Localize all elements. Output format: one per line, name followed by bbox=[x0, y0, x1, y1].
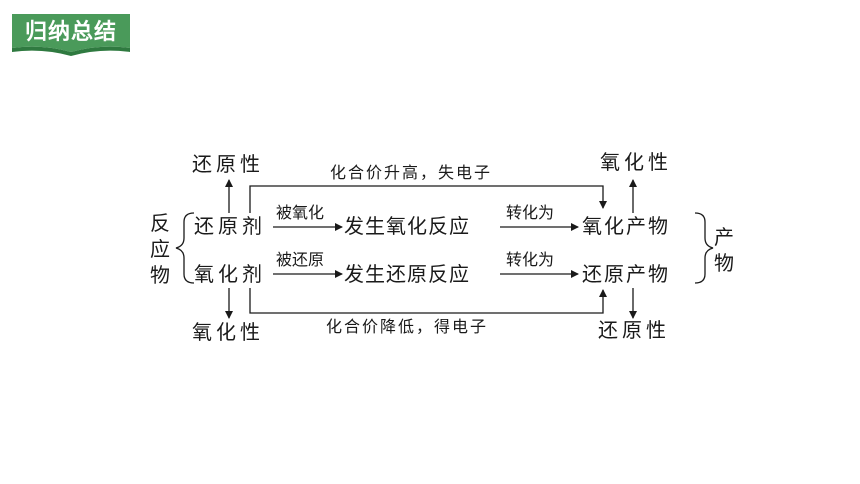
reduction-product-property: 还原性 bbox=[598, 318, 670, 342]
oxidation-product: 氧化产物 bbox=[582, 214, 670, 238]
badge-title: 归纳总结 bbox=[24, 20, 117, 45]
edge-oxidized-label: 被氧化 bbox=[276, 203, 325, 222]
transform-bottom-label: 转化为 bbox=[506, 250, 555, 269]
badge-background bbox=[12, 14, 130, 56]
products-char: 产 bbox=[714, 225, 734, 249]
products-label: 产 物 bbox=[712, 224, 736, 276]
oxidant: 氧化剂 bbox=[194, 262, 266, 286]
products-char: 物 bbox=[714, 251, 734, 275]
reduction-product: 还原产物 bbox=[582, 262, 670, 286]
right-brace bbox=[694, 212, 714, 284]
reduction-reaction: 发生还原反应 bbox=[344, 262, 470, 286]
top-electron-loop bbox=[249, 185, 607, 213]
reactants-char: 应 bbox=[150, 237, 170, 261]
bottom-loop-label: 化合价降低，得电子 bbox=[326, 317, 489, 336]
reactants-char: 物 bbox=[150, 263, 170, 287]
reactants-label: 反 应 物 bbox=[148, 210, 172, 288]
reductant: 还原剂 bbox=[194, 214, 266, 238]
section-badge: 归纳总结 bbox=[12, 14, 130, 56]
transform-top-label: 转化为 bbox=[506, 203, 555, 222]
edge-reduced-label: 被还原 bbox=[276, 250, 325, 269]
top-loop-label: 化合价升高，失电子 bbox=[330, 163, 493, 182]
oxidation-reaction: 发生氧化反应 bbox=[344, 214, 470, 238]
reactants-char: 反 bbox=[150, 211, 170, 235]
bottom-electron-loop bbox=[249, 288, 607, 314]
oxidant-property: 氧化性 bbox=[192, 320, 264, 344]
oxidation-product-property: 氧化性 bbox=[600, 150, 672, 174]
reductant-property: 还原性 bbox=[192, 152, 264, 176]
left-brace bbox=[175, 212, 195, 284]
